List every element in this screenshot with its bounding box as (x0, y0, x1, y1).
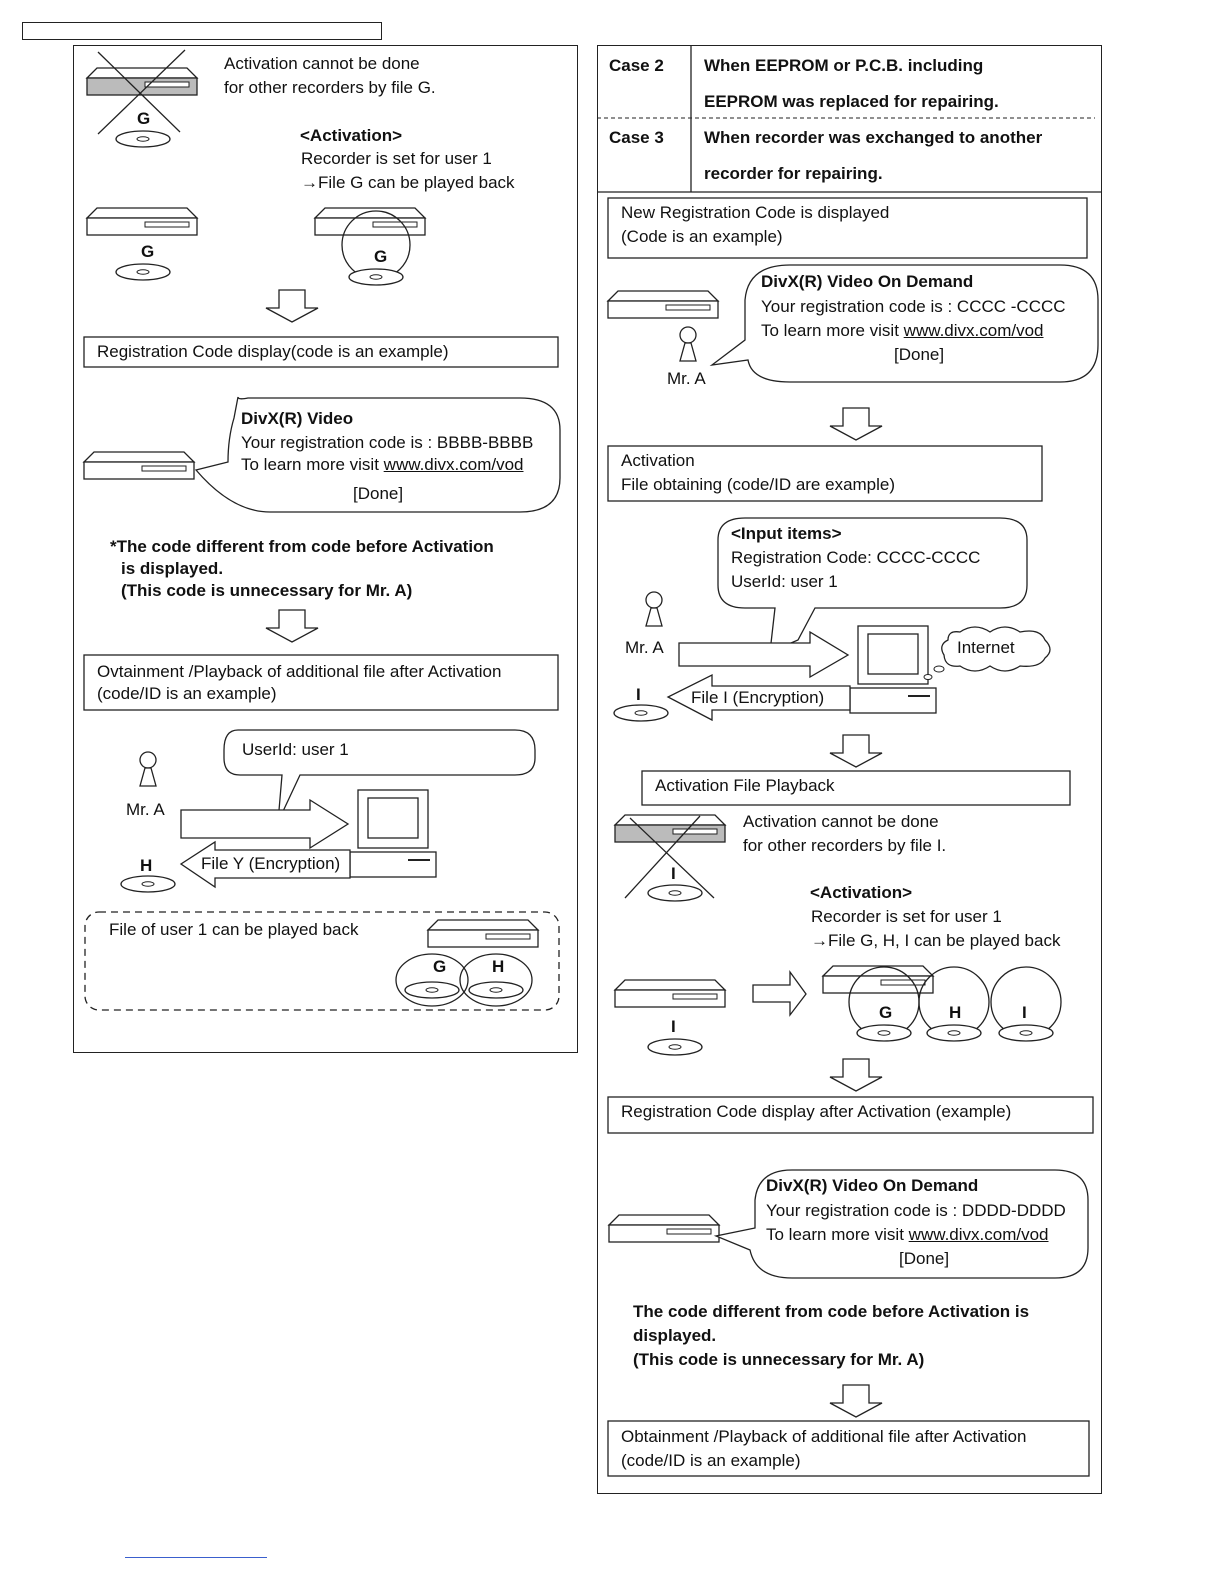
recorder-set-text: Recorder is set for user 1 (811, 907, 1002, 926)
left-panel (73, 45, 578, 1053)
cannot-activate-line2: for other recorders by file I. (743, 836, 947, 855)
mr-a-label: Mr. A (126, 800, 165, 819)
vod2-learn: To learn more visit www.divx.com/vod (766, 1223, 1049, 1247)
vod-learn-label: To learn more visit (761, 321, 904, 340)
file-y-label: File Y (Encryption) (201, 854, 341, 873)
mr-a-label: Mr. A (625, 638, 664, 657)
note-line3: (This code is unnecessary for Mr. A) (633, 1350, 925, 1369)
vod-title: DivX(R) Video On Demand (761, 272, 974, 291)
case3-text1: When recorder was exchanged to another (704, 128, 1043, 147)
activation-playback-box: Activation File Playback (655, 776, 835, 795)
new-reg-line2: (Code is an example) (621, 227, 783, 246)
case2-text2: EEPROM was replaced for repairing. (704, 92, 999, 111)
disc-label-i: I (671, 864, 676, 883)
disc-label-h: H (492, 957, 505, 976)
note-line2: displayed. (633, 1326, 717, 1345)
disc-label-g: G (879, 1003, 893, 1022)
bubble-learn-label: To learn more visit (241, 455, 384, 474)
activation-box-line1: Activation (621, 451, 695, 470)
file-play-text: →File G can be played back (301, 171, 515, 195)
right-panel (597, 45, 1102, 1494)
file-play-label: File G, H, I can be played back (828, 931, 1061, 950)
userid-bubble: UserId: user 1 (242, 740, 349, 759)
mr-a-label: Mr. A (667, 369, 706, 388)
cannot-activate-line1: Activation cannot be done (743, 812, 939, 831)
recorder-set-text: Recorder is set for user 1 (301, 149, 492, 168)
disc-label-i: I (636, 685, 641, 704)
right-arrow-icon: → (301, 173, 318, 192)
vod-code: Your registration code is : CCCC -CCCC (761, 297, 1066, 316)
input-registration: Registration Code: CCCC-CCCC (731, 548, 981, 567)
header-bar (22, 22, 382, 40)
disc-label-g: G (433, 957, 447, 976)
activation-box-line2: File obtaining (code/ID are example) (621, 475, 896, 494)
divx-link[interactable]: www.divx.com/vod (383, 455, 524, 474)
vod-done[interactable]: [Done] (894, 345, 945, 364)
note-line3: (This code is unnecessary for Mr. A) (121, 581, 413, 600)
cannot-activate-line2: for other recorders by file G. (224, 78, 436, 97)
case2-label: Case 2 (609, 56, 664, 75)
bubble-code: Your registration code is : BBBB-BBBB (241, 433, 534, 452)
file-play-text: →File G, H, I can be played back (811, 929, 1060, 953)
activation-heading: <Activation> (810, 883, 913, 902)
vod2-learn-label: To learn more visit (766, 1225, 909, 1244)
disc-label-i: I (1022, 1003, 1027, 1022)
obtainment-box-line2: (code/ID is an example) (97, 684, 277, 703)
reg-after-box: Registration Code display after Activati… (621, 1102, 1012, 1121)
obtainment-box-line1: Ovtainment /Playback of additional file … (97, 662, 502, 681)
note-line1: The code different from code before Acti… (633, 1302, 1030, 1321)
disc-label-g: G (374, 247, 388, 266)
bubble-learn: To learn more visit www.divx.com/vod (241, 453, 524, 477)
cannot-activate-line1: Activation cannot be done (224, 54, 420, 73)
case3-text2: recorder for repairing. (704, 164, 883, 183)
vod-learn: To learn more visit www.divx.com/vod (761, 319, 1044, 343)
obtainment-box-line1: Obtainment /Playback of additional file … (621, 1427, 1027, 1446)
activation-heading: <Activation> (300, 126, 403, 145)
vod2-title: DivX(R) Video On Demand (766, 1176, 979, 1195)
disc-label-g: G (137, 109, 151, 128)
disc-label-i: I (671, 1017, 676, 1036)
registration-code-box: Registration Code display(code is an exa… (97, 342, 449, 361)
bubble-title: DivX(R) Video (241, 409, 354, 428)
disc-label-g: G (141, 242, 155, 261)
file-play-label: File G can be played back (318, 173, 515, 192)
bubble-done[interactable]: [Done] (353, 484, 404, 503)
note-line1: *The code different from code before Act… (110, 537, 494, 556)
divx-link[interactable]: www.divx.com/vod (908, 1225, 1049, 1244)
input-items-heading: <Input items> (731, 524, 842, 543)
right-arrow-icon: → (811, 931, 828, 950)
file-i-label: File I (Encryption) (691, 688, 825, 707)
case2-text1: When EEPROM or P.C.B. including (704, 56, 984, 75)
internet-label: Internet (957, 638, 1015, 657)
file-user1-text: File of user 1 can be played back (109, 920, 359, 939)
disc-label-h: H (140, 856, 153, 875)
divx-link[interactable]: www.divx.com/vod (903, 321, 1044, 340)
input-userid: UserId: user 1 (731, 572, 838, 591)
new-reg-line1: New Registration Code is displayed (621, 203, 890, 222)
note-line2: is displayed. (121, 559, 224, 578)
footer-link-line (125, 1557, 267, 1558)
case3-label: Case 3 (609, 128, 664, 147)
vod2-done[interactable]: [Done] (899, 1249, 950, 1268)
obtainment-box-line2: (code/ID is an example) (621, 1451, 801, 1470)
disc-label-h: H (949, 1003, 962, 1022)
vod2-code: Your registration code is : DDDD-DDDD (766, 1201, 1066, 1220)
